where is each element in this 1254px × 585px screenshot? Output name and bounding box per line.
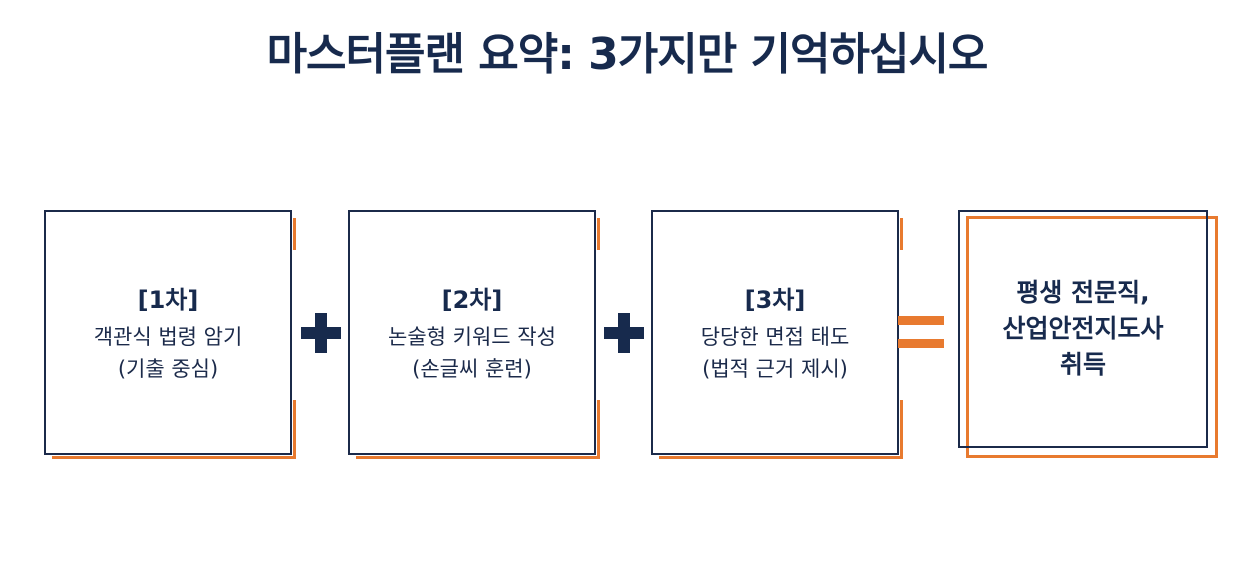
page-title: 마스터플랜 요약: 3가지만 기억하십시오 <box>266 29 989 80</box>
step-box: [1차] 객관식 법령 암기 (기출 중심) <box>44 210 292 455</box>
plus-icon <box>301 313 341 353</box>
step-card-2: [2차] 논술형 키워드 작성 (손글씨 훈련) <box>348 210 600 459</box>
result-line-2: 산업안전지도사 <box>1002 314 1164 343</box>
step-card-1: [1차] 객관식 법령 암기 (기출 중심) <box>44 210 296 459</box>
step-box: [2차] 논술형 키워드 작성 (손글씨 훈련) <box>348 210 596 455</box>
result-line-1: 평생 전문직, <box>1016 278 1150 307</box>
step-label: [2차] <box>441 286 503 314</box>
step-description: 당당한 면접 태도 <box>700 325 850 349</box>
step-label: [3차] <box>744 286 806 314</box>
step-note: (법적 근거 제시) <box>702 357 848 381</box>
step-note: (손글씨 훈련) <box>412 357 532 381</box>
step-note: (기출 중심) <box>117 357 219 381</box>
plus-icon <box>604 313 644 353</box>
step-label: [1차] <box>137 286 199 314</box>
result-box: 평생 전문직, 산업안전지도사 취득 <box>958 210 1208 448</box>
step-description: 논술형 키워드 작성 <box>388 325 556 349</box>
step-description: 객관식 법령 암기 <box>93 325 243 349</box>
step-box: [3차] 당당한 면접 태도 (법적 근거 제시) <box>651 210 899 455</box>
result-line-3: 취득 <box>1059 350 1106 379</box>
step-card-3: [3차] 당당한 면접 태도 (법적 근거 제시) <box>651 210 903 459</box>
result-accent-frame <box>966 216 1218 458</box>
result-card: 평생 전문직, 산업안전지도사 취득 <box>958 210 1218 458</box>
equals-icon <box>898 312 944 352</box>
